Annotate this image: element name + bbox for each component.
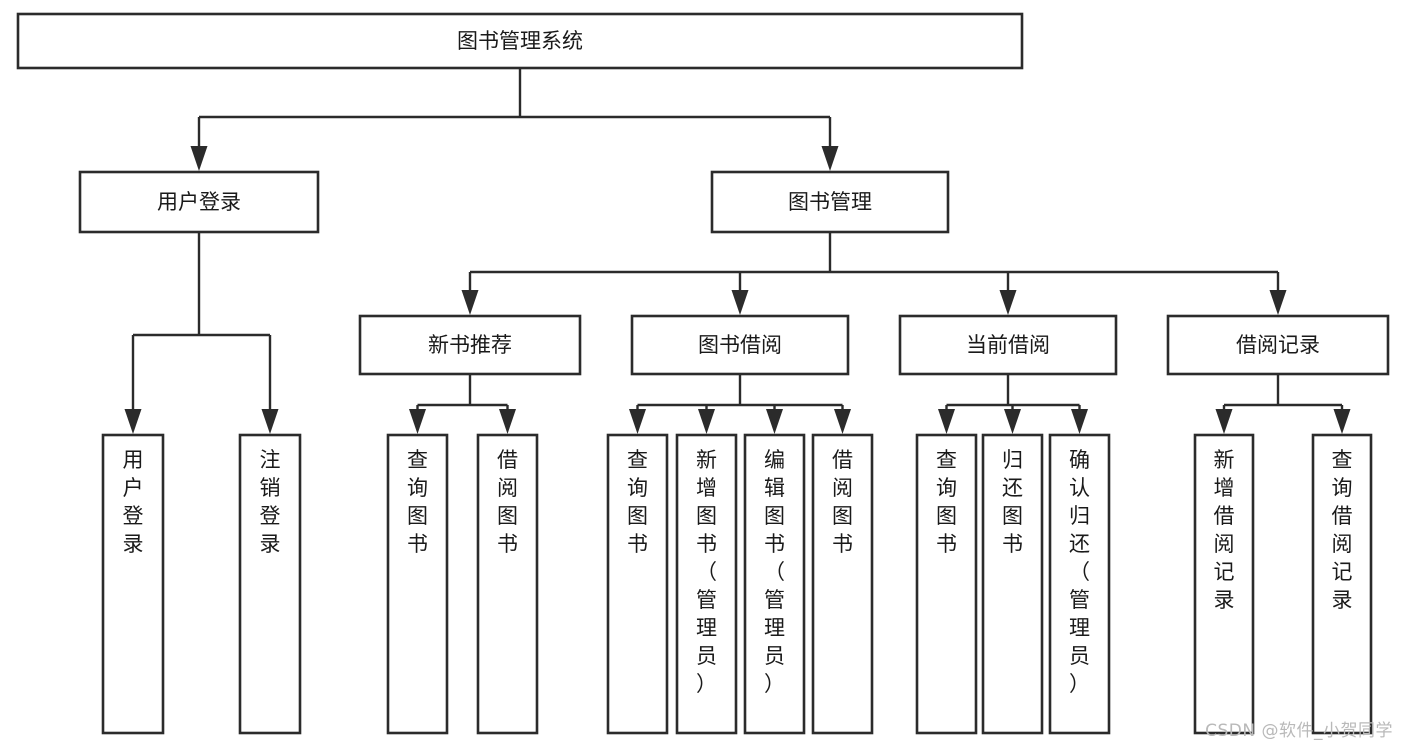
node-label: 确认归还（管理员） bbox=[1069, 448, 1090, 696]
node-label: 新增图书（管理员） bbox=[696, 448, 717, 696]
node-leaf-user-login[interactable]: 用户登录 bbox=[101, 433, 165, 735]
node-label: 编辑图书（管理员） bbox=[764, 448, 785, 696]
node-leaf-return-book[interactable]: 归还图书 bbox=[981, 433, 1044, 735]
node-rect bbox=[630, 314, 850, 376]
node-rect bbox=[476, 433, 539, 735]
node-rect bbox=[16, 12, 1024, 70]
arrow-head-icon bbox=[190, 146, 208, 171]
node-label: 查询图书 bbox=[407, 448, 428, 556]
node-login[interactable]: 用户登录 bbox=[78, 170, 320, 234]
node-label: 借阅记录 bbox=[1236, 333, 1320, 357]
node-records[interactable]: 借阅记录 bbox=[1166, 314, 1390, 376]
node-leaf-add-record[interactable]: 新增借阅记录 bbox=[1193, 433, 1255, 735]
node-label: 归还图书 bbox=[1002, 448, 1023, 556]
arrow-head-icon bbox=[821, 146, 839, 171]
arrow-head-icon bbox=[261, 409, 279, 434]
node-rect bbox=[743, 433, 806, 735]
node-label: 图书借阅 bbox=[698, 333, 782, 357]
node-label: 新增借阅记录 bbox=[1214, 448, 1235, 612]
node-label: 查询图书 bbox=[627, 448, 648, 556]
node-label: 借阅图书 bbox=[832, 448, 853, 556]
node-leaf-borrow-book[interactable]: 借阅图书 bbox=[811, 433, 874, 735]
node-label: 当前借阅 bbox=[966, 333, 1050, 357]
node-leaf-search-book-cur[interactable]: 查询图书 bbox=[915, 433, 978, 735]
node-rect bbox=[386, 433, 449, 735]
node-rect bbox=[606, 433, 669, 735]
node-current[interactable]: 当前借阅 bbox=[898, 314, 1118, 376]
node-label: 用户登录 bbox=[157, 190, 241, 214]
node-leaf-edit-book[interactable]: 编辑图书（管理员） bbox=[743, 433, 806, 735]
node-label: 注销登录 bbox=[260, 448, 281, 556]
arrow-head-icon bbox=[409, 409, 426, 434]
node-leaf-search-book-new[interactable]: 查询图书 bbox=[386, 433, 449, 735]
node-rect bbox=[915, 433, 978, 735]
arrow-head-icon bbox=[124, 409, 142, 434]
node-rect bbox=[78, 170, 320, 234]
node-rect bbox=[101, 433, 165, 735]
arrow-head-icon bbox=[999, 290, 1017, 315]
node-rect bbox=[898, 314, 1118, 376]
arrow-head-icon bbox=[766, 409, 783, 434]
watermark-label: CSDN @软件_小贺同学 bbox=[1205, 721, 1393, 741]
node-rect bbox=[1048, 433, 1111, 735]
arrow-head-icon bbox=[629, 409, 646, 434]
node-bookmgmt[interactable]: 图书管理 bbox=[710, 170, 950, 234]
node-newbook[interactable]: 新书推荐 bbox=[358, 314, 582, 376]
arrow-head-icon bbox=[1269, 290, 1287, 315]
arrow-head-icon bbox=[731, 290, 749, 315]
node-leaf-query-record[interactable]: 查询借阅记录 bbox=[1311, 433, 1373, 735]
node-label: 借阅图书 bbox=[497, 448, 518, 556]
node-rect bbox=[981, 433, 1044, 735]
node-leaf-search-book[interactable]: 查询图书 bbox=[606, 433, 669, 735]
node-label: 图书管理系统 bbox=[457, 29, 583, 53]
node-leaf-borrow-book-new[interactable]: 借阅图书 bbox=[476, 433, 539, 735]
arrow-head-icon bbox=[1215, 409, 1233, 434]
node-leaf-logout[interactable]: 注销登录 bbox=[238, 433, 302, 735]
node-rect bbox=[710, 170, 950, 234]
arrow-head-icon bbox=[698, 409, 715, 434]
node-leaf-add-book[interactable]: 新增图书（管理员） bbox=[675, 433, 738, 735]
connector-layer bbox=[124, 68, 1351, 434]
node-leaf-confirm-return[interactable]: 确认归还（管理员） bbox=[1048, 433, 1111, 735]
node-label: 图书管理 bbox=[788, 190, 872, 214]
arrow-head-icon bbox=[1004, 409, 1021, 434]
node-label: 新书推荐 bbox=[428, 333, 512, 357]
arrow-head-icon bbox=[834, 409, 851, 434]
arrow-head-icon bbox=[938, 409, 955, 434]
node-rect bbox=[358, 314, 582, 376]
node-rect bbox=[811, 433, 874, 735]
node-root[interactable]: 图书管理系统 bbox=[16, 12, 1024, 70]
arrow-head-icon bbox=[1333, 409, 1351, 434]
arrow-head-icon bbox=[499, 409, 516, 434]
node-borrow[interactable]: 图书借阅 bbox=[630, 314, 850, 376]
node-rect bbox=[1166, 314, 1390, 376]
node-label: 查询图书 bbox=[936, 448, 957, 556]
node-rect bbox=[238, 433, 302, 735]
node-rect bbox=[675, 433, 738, 735]
node-rect bbox=[1311, 433, 1373, 735]
arrow-head-icon bbox=[461, 290, 479, 315]
node-rect bbox=[1193, 433, 1255, 735]
node-label: 查询借阅记录 bbox=[1332, 448, 1353, 612]
node-layer: 图书管理系统用户登录图书管理新书推荐图书借阅当前借阅借阅记录用户登录注销登录查询… bbox=[16, 12, 1390, 735]
arrow-head-icon bbox=[1071, 409, 1088, 434]
node-label: 用户登录 bbox=[123, 448, 144, 556]
